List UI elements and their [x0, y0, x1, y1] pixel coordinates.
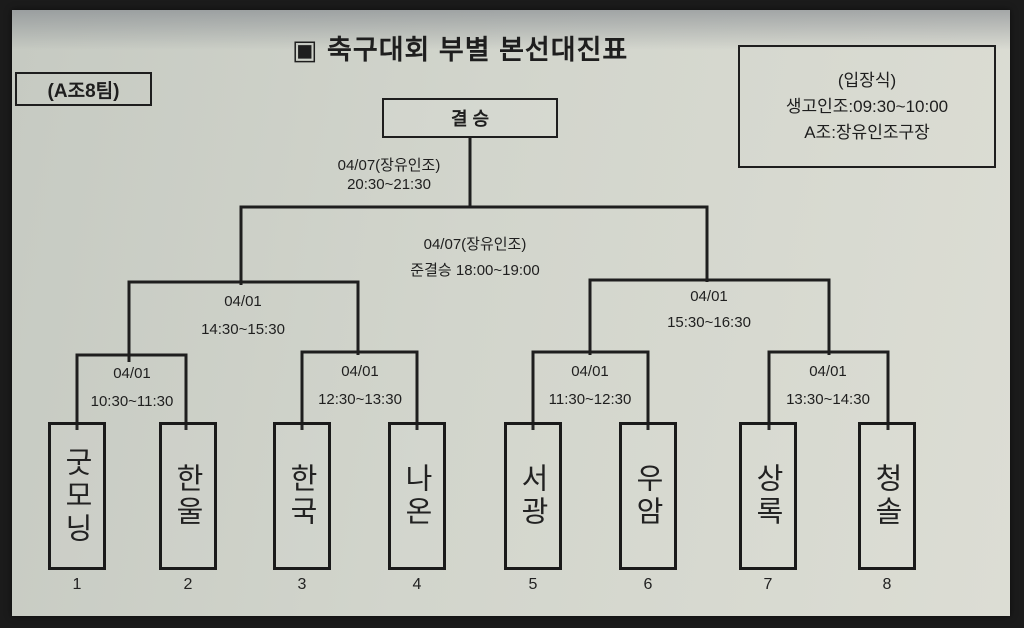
- quarter-right-time: 15:30~16:30: [667, 314, 751, 331]
- final-label: 결 승: [450, 109, 490, 129]
- team-number-4: 4: [412, 576, 422, 593]
- team-number-8: 8: [882, 576, 892, 593]
- final-box: 결 승: [382, 98, 558, 138]
- team-box-7: 상록: [739, 422, 797, 570]
- round1-match2-time: 12:30~13:30: [318, 391, 402, 408]
- group-label-box: (A조8팀): [15, 72, 152, 106]
- round1-match1-time: 10:30~11:30: [90, 393, 174, 410]
- round1-match2-date: 04/01: [341, 363, 379, 380]
- semifinal-time: 준결승 18:00~19:00: [410, 262, 540, 279]
- round1-match4-time: 13:30~14:30: [786, 391, 870, 408]
- team-number-3: 3: [297, 576, 307, 593]
- team-number-2: 2: [183, 576, 193, 593]
- group-label: (A조8팀): [47, 80, 120, 102]
- ceremony-heading: (입장식): [837, 70, 897, 90]
- round1-match4-date: 04/01: [809, 363, 847, 380]
- bracket-lines: [75, 138, 890, 430]
- team-box-4: 나온: [388, 422, 446, 570]
- ceremony-box: (입장식) 생고인조:09:30~10:00 A조:장유인조구장: [738, 45, 996, 168]
- bracket-sheet: ▣ 축구대회 부별 본선대진표 (A조8팀) (입장식) 생고인조:09:30~…: [12, 10, 1010, 616]
- final-venue: 04/07(장유인조): [337, 157, 441, 174]
- team-name: 굿모닝: [60, 446, 94, 546]
- team-box-3: 한국: [273, 422, 331, 570]
- team-box-8: 청솔: [858, 422, 916, 570]
- ceremony-line2: A조:장유인조구장: [804, 122, 930, 142]
- round1-match2-bracket: [300, 350, 419, 430]
- ceremony-line1: 생고인조:09:30~10:00: [785, 96, 949, 116]
- quarter-left-time: 14:30~15:30: [201, 321, 285, 338]
- team-name: 상록: [751, 463, 785, 529]
- semifinal-venue: 04/07(장유인조): [423, 236, 527, 253]
- final-time: 20:30~21:30: [347, 176, 431, 193]
- team-box-2: 한울: [159, 422, 217, 570]
- page-title: ▣ 축구대회 부별 본선대진표: [292, 28, 628, 67]
- final-schedule: 04/07(장유인조) 20:30~21:30: [324, 156, 454, 194]
- title-text: 축구대회 부별 본선대진표: [327, 35, 629, 65]
- quarter-right-date: 04/01: [690, 288, 728, 305]
- team-number-7: 7: [763, 576, 773, 593]
- team-box-5: 서광: [504, 422, 562, 570]
- round1-match3-schedule: 04/01 11:30~12:30: [536, 358, 644, 414]
- team-box-1: 굿모닝: [48, 422, 106, 570]
- team-name: 청솔: [870, 463, 904, 529]
- team-box-6: 우암: [619, 422, 677, 570]
- team-number-5: 5: [528, 576, 538, 593]
- team-name: 나온: [400, 463, 434, 529]
- quarter-right-schedule: 04/01 15:30~16:30: [654, 284, 764, 336]
- round1-match4-schedule: 04/01 13:30~14:30: [772, 358, 884, 414]
- team-name: 한국: [285, 463, 319, 529]
- team-name: 서광: [516, 463, 550, 529]
- quarter-left-date: 04/01: [224, 293, 262, 310]
- round1-match2-schedule: 04/01 12:30~13:30: [306, 358, 414, 414]
- round1-match1-bracket: [75, 353, 188, 430]
- semifinal-schedule: 04/07(장유인조) 준결승 18:00~19:00: [390, 232, 560, 284]
- team-number-1: 1: [72, 576, 82, 593]
- title-marker-icon: ▣: [292, 35, 319, 65]
- round1-match3-time: 11:30~12:30: [548, 391, 632, 408]
- round1-match3-date: 04/01: [571, 363, 609, 380]
- quarter-left-schedule: 04/01 14:30~15:30: [188, 288, 298, 344]
- team-number-6: 6: [643, 576, 653, 593]
- team-name: 우암: [631, 463, 665, 529]
- top-shadow: [12, 10, 1010, 50]
- team-name: 한울: [171, 463, 205, 529]
- round1-match4-bracket: [767, 350, 890, 430]
- quarter-left-bracket: [127, 280, 360, 362]
- round1-match1-schedule: 04/01 10:30~11:30: [80, 360, 184, 416]
- round1-match3-bracket: [531, 350, 650, 430]
- semifinal-bracket: [239, 205, 709, 285]
- round1-match1-date: 04/01: [113, 365, 151, 382]
- quarter-right-bracket: [588, 278, 831, 355]
